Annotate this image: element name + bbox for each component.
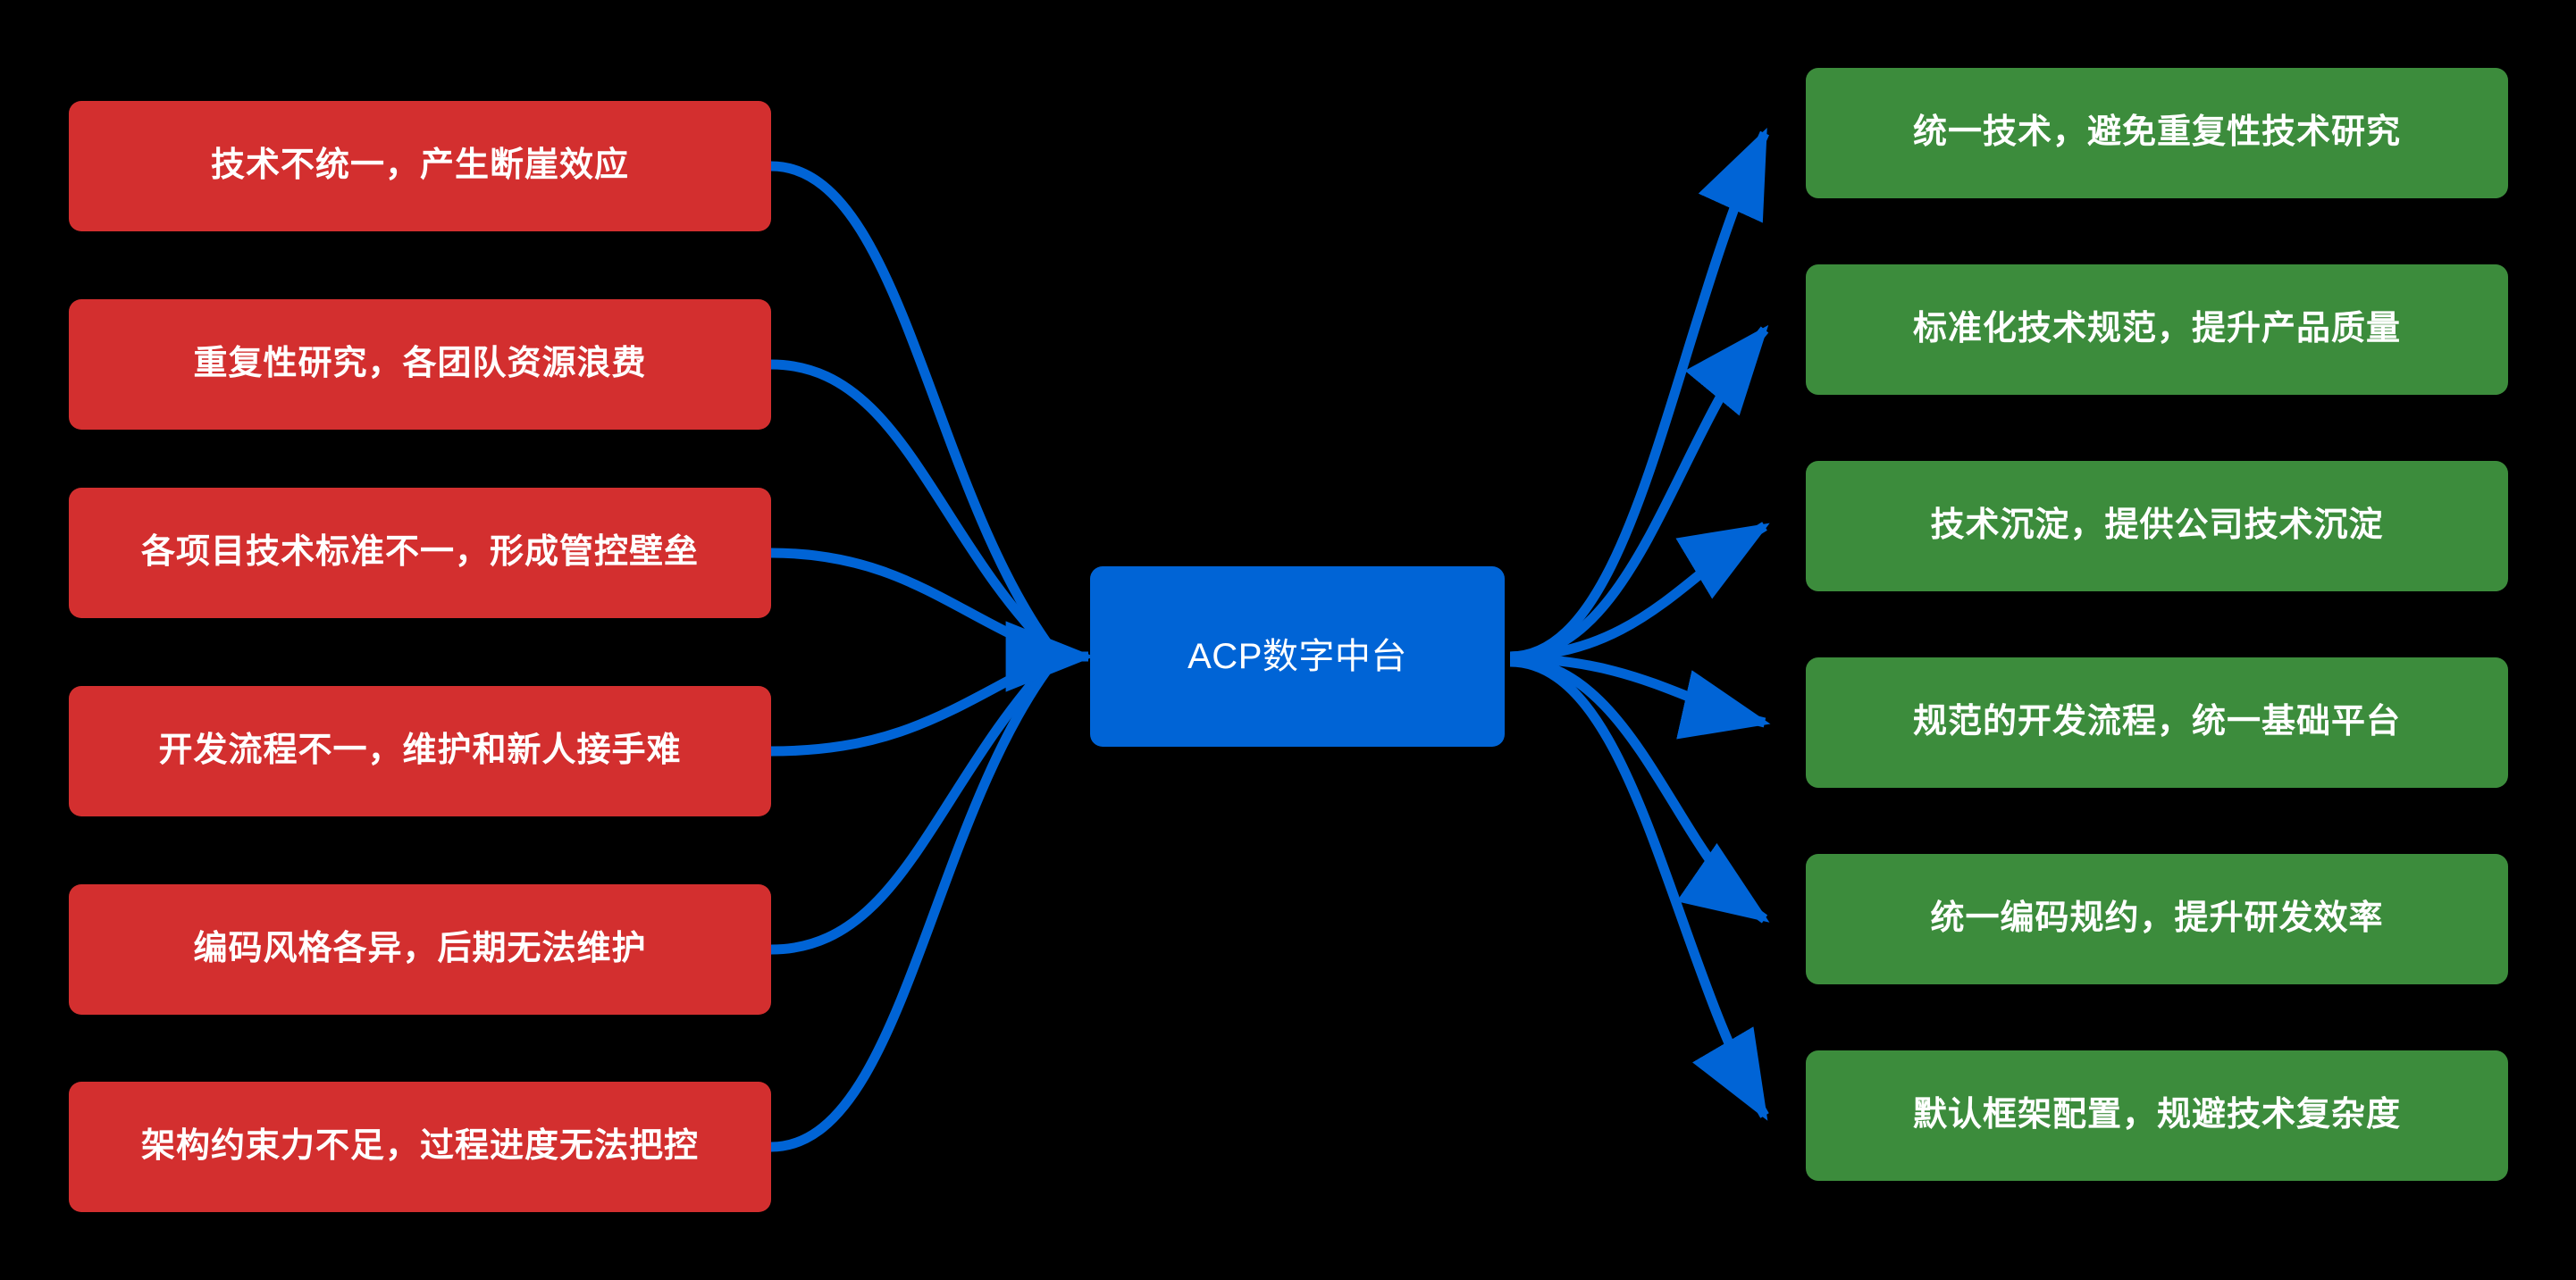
problem-node-2[interactable]: 重复性研究，各团队资源浪费 — [69, 299, 771, 430]
benefit-node-1[interactable]: 统一技术，避免重复性技术研究 — [1806, 68, 2508, 198]
edge-benefit-2 — [1509, 324, 1769, 662]
problem-edges — [770, 161, 1095, 1152]
edge-problem-6 — [770, 657, 1059, 1152]
problem-node-1-label: 技术不统一，产生断崖效应 — [210, 146, 629, 185]
problem-node-5-label: 编码风格各异，后期无法维护 — [193, 930, 647, 968]
edge-benefit-5 — [1509, 655, 1770, 924]
problem-node-6[interactable]: 架构约束力不足，过程进度无法把控 — [69, 1082, 771, 1212]
edge-problem-5 — [770, 655, 1059, 955]
problem-node-5[interactable]: 编码风格各异，后期无法维护 — [69, 884, 771, 1015]
center-node[interactable]: ACP数字中台 — [1090, 566, 1505, 747]
benefit-edges — [1509, 127, 1771, 1121]
edge-problem-1 — [770, 161, 1059, 657]
benefit-node-6[interactable]: 默认框架配置，规避技术复杂度 — [1806, 1050, 2508, 1181]
problem-node-3-label: 各项目技术标准不一，形成管控壁垒 — [140, 533, 699, 572]
benefit-node-4-label: 规范的开发流程，统一基础平台 — [1912, 703, 2401, 741]
edge-benefit-6 — [1509, 657, 1769, 1121]
problem-node-4[interactable]: 开发流程不一，维护和新人接手难 — [69, 686, 771, 816]
edge-benefit-1 — [1509, 127, 1770, 662]
benefit-node-3-label: 技术沉淀，提供公司技术沉淀 — [1930, 506, 2384, 545]
edge-problem-3 — [770, 548, 1056, 658]
benefit-node-5[interactable]: 统一编码规约，提升研发效率 — [1806, 854, 2508, 984]
problem-node-2-label: 重复性研究，各团队资源浪费 — [193, 345, 647, 383]
problem-node-6-label: 架构约束力不足，过程进度无法把控 — [140, 1127, 699, 1166]
benefit-node-6-label: 默认框架配置，规避技术复杂度 — [1912, 1096, 2401, 1134]
center-node-label: ACP数字中台 — [1187, 637, 1407, 676]
benefit-node-1-label: 统一技术，避免重复性技术研究 — [1912, 113, 2401, 152]
edge-benefit-3 — [1509, 522, 1770, 662]
edge-problem-2 — [770, 359, 1058, 657]
edge-problem-4 — [770, 652, 1057, 757]
benefit-node-5-label: 统一编码规约，提升研发效率 — [1930, 899, 2384, 938]
benefit-node-2-label: 标准化技术规范，提升产品质量 — [1912, 310, 2401, 348]
edge-benefit-4 — [1509, 653, 1771, 740]
benefit-node-2[interactable]: 标准化技术规范，提升产品质量 — [1806, 264, 2508, 395]
problem-node-3[interactable]: 各项目技术标准不一，形成管控壁垒 — [69, 488, 771, 618]
benefit-node-4[interactable]: 规范的开发流程，统一基础平台 — [1806, 657, 2508, 788]
benefit-node-3[interactable]: 技术沉淀，提供公司技术沉淀 — [1806, 461, 2508, 591]
problem-node-4-label: 开发流程不一，维护和新人接手难 — [158, 732, 682, 770]
problem-node-1[interactable]: 技术不统一，产生断崖效应 — [69, 101, 771, 231]
